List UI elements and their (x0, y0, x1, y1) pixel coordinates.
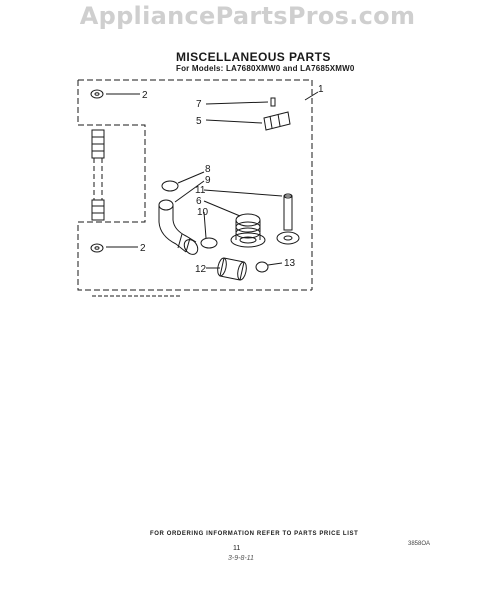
post-icon (276, 193, 300, 245)
callout-2-bottom: 2 (140, 243, 146, 254)
callout-6: 6 (196, 196, 202, 207)
washer-icon-bottom (90, 243, 104, 253)
watermark: AppliancePartsPros.com (79, 2, 416, 30)
model-subtitle: For Models: LA7680XMW0 and LA7685XMW0 (176, 64, 355, 73)
bracket-icon (263, 111, 291, 131)
callout-11: 11 (195, 185, 206, 196)
ring-icon-13 (255, 261, 269, 273)
ordering-note: FOR ORDERING INFORMATION REFER TO PARTS … (150, 531, 359, 537)
callout-2-top: 2 (142, 90, 148, 101)
hose-icon (91, 129, 105, 221)
callout-5: 5 (196, 116, 202, 127)
washer-icon-top (90, 89, 104, 99)
frame-outline (77, 79, 313, 291)
callout-8: 8 (205, 164, 211, 175)
pin-icon (270, 97, 276, 107)
callout-9: 9 (205, 175, 211, 186)
callout-12: 12 (195, 264, 207, 275)
callout-13: 13 (284, 258, 296, 269)
elbow-icon (158, 199, 199, 255)
tube-icon (217, 257, 247, 281)
page-number: 11 (233, 545, 241, 552)
document-code: 3858OA (408, 541, 431, 547)
callout-10: 10 (197, 207, 209, 218)
ring-icon-10 (200, 237, 218, 249)
page-title: MISCELLANEOUS PARTS (176, 50, 331, 64)
bellows-icon (230, 213, 266, 248)
handwritten-mark: 3-9-8-11 (228, 555, 254, 562)
callout-7: 7 (196, 99, 202, 110)
callout-1: 1 (318, 84, 324, 95)
ring-icon-8 (161, 180, 179, 192)
